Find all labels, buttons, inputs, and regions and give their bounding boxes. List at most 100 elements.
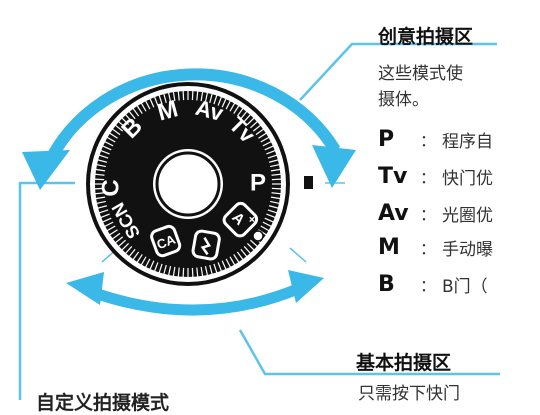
dial-knurl-tick: [260, 225, 272, 233]
dial-knurl-tick: [270, 168, 283, 172]
mode-key-b: B: [378, 271, 395, 297]
dial-knurl-tick: [200, 266, 204, 279]
dial-knurl-tick: [123, 112, 133, 122]
dial-knurl-tick: [268, 158, 281, 163]
mode-key-tv: Tv: [378, 163, 408, 189]
dial-knurl-tick: [271, 187, 284, 190]
dial-knurl-tick: [172, 266, 176, 279]
creative-callout-line: [299, 42, 497, 101]
dial-knurl-tick: [264, 144, 276, 151]
dial-knurl-tick: [102, 139, 114, 147]
dial-knurl-tick: [100, 217, 112, 224]
svg-text:CA: CA: [155, 231, 178, 252]
dial-knurl-tick: [98, 149, 110, 155]
dial-knurl-tick: [96, 153, 109, 159]
dial-knurl-tick: [250, 239, 260, 249]
dial-knurl-tick: [204, 266, 209, 279]
dial-knurl-tick: [162, 91, 167, 104]
dial-knurl-tick: [270, 163, 283, 168]
dial-knurl-tick: [196, 267, 199, 280]
dial-knurl-tick: [143, 258, 151, 270]
dial-knurl-tick: [262, 139, 274, 147]
flash-off-icon: [191, 229, 221, 261]
dial-knurl-tick: [266, 149, 278, 155]
dial-knurl-tick: [139, 100, 147, 112]
dial-knurl-tick: [93, 163, 106, 168]
dial-knurl-tick: [271, 178, 284, 181]
dial-knurl-tick: [255, 127, 267, 136]
dial-knurl-tick: [243, 246, 253, 256]
diagram-stage: C B M Av Tv P SCN CA A +: [18, 26, 500, 414]
dial-knurl-tick: [221, 260, 228, 272]
dial-knurl-tick: [229, 256, 237, 268]
dial-knurl-tick: [107, 229, 118, 237]
basic-arc-tick-right: [289, 247, 307, 263]
dial-knurl-tick: [240, 109, 249, 120]
dial-index-mark: [304, 176, 313, 189]
dial-knurl-tick: [92, 173, 105, 176]
dial-knurl-tick: [95, 205, 108, 210]
dial-knurl-tick: [135, 254, 143, 265]
dial-knurl-tick: [109, 127, 121, 136]
dial-knurl-tick: [116, 119, 126, 129]
dial-knurl-tick: [113, 123, 124, 132]
dial-knurl-tick: [109, 232, 121, 241]
dial-knurl-tick: [243, 112, 253, 122]
dial-knurl-tick: [217, 262, 223, 274]
basic-arc-arrowhead-left: [66, 272, 104, 305]
dial-knurl-tick: [200, 89, 204, 102]
dial-knurl-tick: [177, 88, 180, 101]
dial-knurl-tick: [213, 263, 219, 276]
mode-desc-p: 程序自: [442, 131, 493, 152]
dial-knurl-tick: [191, 88, 194, 101]
dial-knurl-tick: [167, 266, 172, 279]
dial-knurl-tick: [196, 88, 199, 101]
dial-knurl-tick: [182, 88, 185, 101]
mode-desc-av: 光圈优: [442, 205, 493, 226]
mode-key-p: P: [378, 126, 395, 152]
dial-knurl-tick: [225, 98, 233, 110]
dial-knurl-tick: [229, 100, 237, 112]
dial-knurl-tick: [93, 168, 106, 172]
dial-center-inner: [155, 151, 221, 217]
mode-dial[interactable]: C B M Av Tv P SCN CA A +: [86, 82, 290, 286]
dial-knurl-tick: [104, 135, 116, 143]
dial-knurl-tick: [236, 105, 245, 117]
dial-knurl-tick: [240, 248, 249, 259]
mode-colon: ：: [420, 205, 437, 224]
dial-knurl-tick: [92, 178, 105, 181]
dial-knurl-tick: [153, 262, 159, 274]
mode-row-p: P ： 程序自: [378, 122, 493, 156]
dial-knurl-tick: [96, 209, 109, 215]
mode-desc-tv: 快门优: [442, 168, 493, 189]
dial-knurl-tick: [167, 89, 172, 102]
dial-knurl-tick: [252, 123, 263, 132]
dial-knurl-tick: [116, 239, 126, 249]
dial-knurl-tick: [209, 91, 214, 104]
dial-knurl-tick: [95, 158, 108, 163]
dial-knurl-tick: [209, 264, 214, 277]
dial-knurl-tick: [131, 105, 140, 117]
dial-knurl-tick: [153, 94, 159, 106]
basic-zone-desc-line1: 只需按下快门: [358, 384, 460, 404]
dial-knurl-tick: [217, 94, 223, 106]
mode-colon: ：: [420, 239, 437, 258]
dial-knurl-tick: [270, 200, 283, 205]
dial-knurl-tick: [127, 109, 136, 120]
dial-knurl-tick: [93, 196, 106, 200]
dial-knurl-tick: [268, 205, 281, 210]
dial-knurl-tick: [123, 246, 133, 256]
mode-colon: ：: [420, 131, 437, 150]
dial-knurl-tick: [266, 213, 278, 219]
dial-knurl-tick: [131, 251, 140, 263]
dial-knurl-tick: [157, 92, 163, 105]
dial-knurl-tick: [102, 221, 114, 229]
dial-knurl-tick: [113, 236, 124, 245]
creative-arc-arrowhead-left: [22, 150, 70, 190]
mode-row-b: B ： B门（: [378, 267, 488, 301]
dial-knurl-tick: [264, 217, 276, 224]
creative-arc-arrowhead-right: [312, 145, 356, 188]
basic-callout-line: [238, 329, 500, 376]
creative-zone-arc: [42, 68, 341, 168]
dial-knurl-tick: [139, 256, 147, 268]
